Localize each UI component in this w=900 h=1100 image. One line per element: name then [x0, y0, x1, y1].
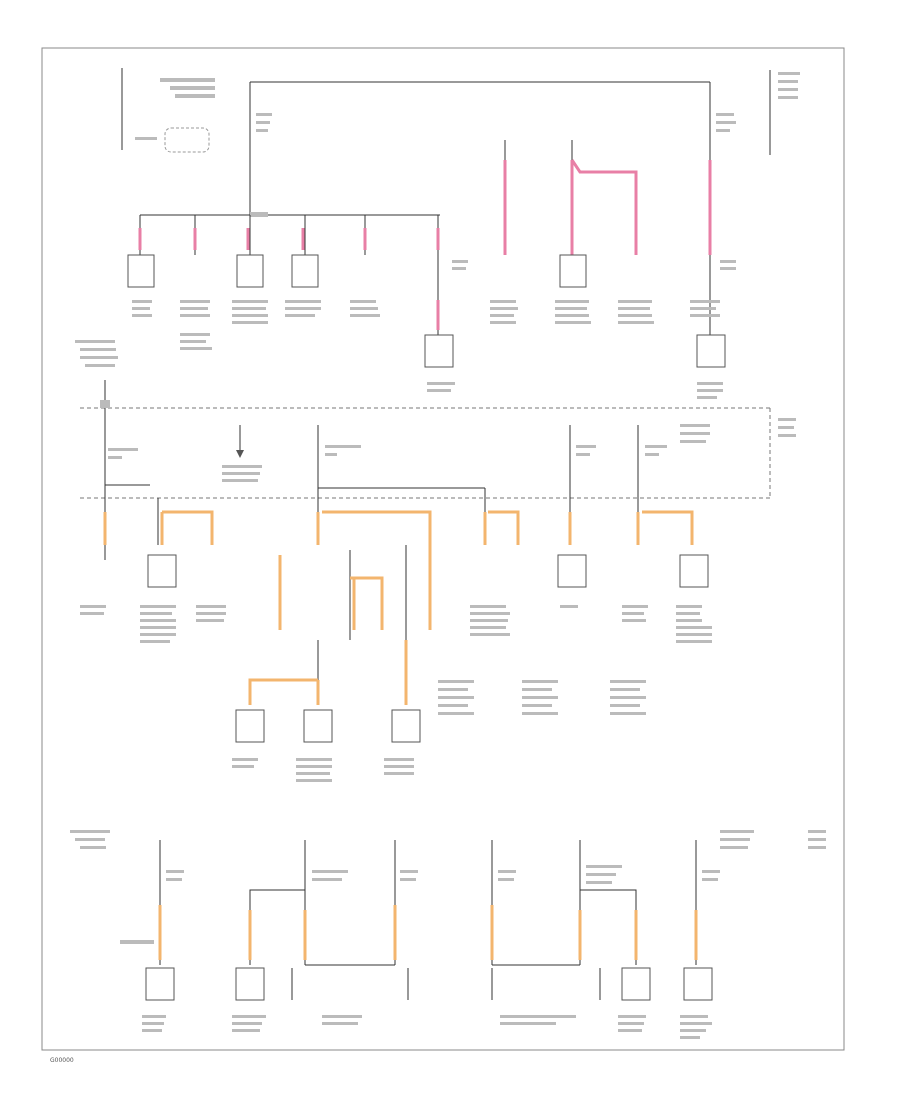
- top-branch-9: [690, 82, 736, 399]
- mid-branch-5: [557, 512, 587, 608]
- top-branch-2: [180, 215, 212, 350]
- bottom-branch-2: [232, 840, 418, 1032]
- top-section: [121, 68, 800, 399]
- mid-branch-2: [140, 498, 226, 643]
- top-branch-8: [555, 140, 654, 324]
- mid-branch-3: [248, 510, 432, 705]
- mid-lower-components: [232, 680, 646, 782]
- bottom-branch-3: [490, 840, 651, 1032]
- top-branch-6: [424, 215, 468, 392]
- bottom-section: [70, 830, 826, 1039]
- middle-section: [75, 340, 796, 782]
- mid-branch-4: [470, 510, 520, 636]
- top-branch-7: [490, 140, 518, 324]
- top-branch-5: [350, 215, 380, 317]
- corner-label: G00000: [50, 1057, 74, 1064]
- top-branch-4: [285, 215, 321, 317]
- mid-branch-6: [622, 510, 712, 643]
- mid-branch-1: [80, 512, 107, 615]
- bottom-branch-4: [680, 830, 754, 1039]
- top-branch-3: [232, 215, 268, 324]
- bottom-branch-1: [120, 840, 184, 1032]
- top-branch-1: [127, 215, 155, 317]
- diagram-border: [41, 47, 845, 1051]
